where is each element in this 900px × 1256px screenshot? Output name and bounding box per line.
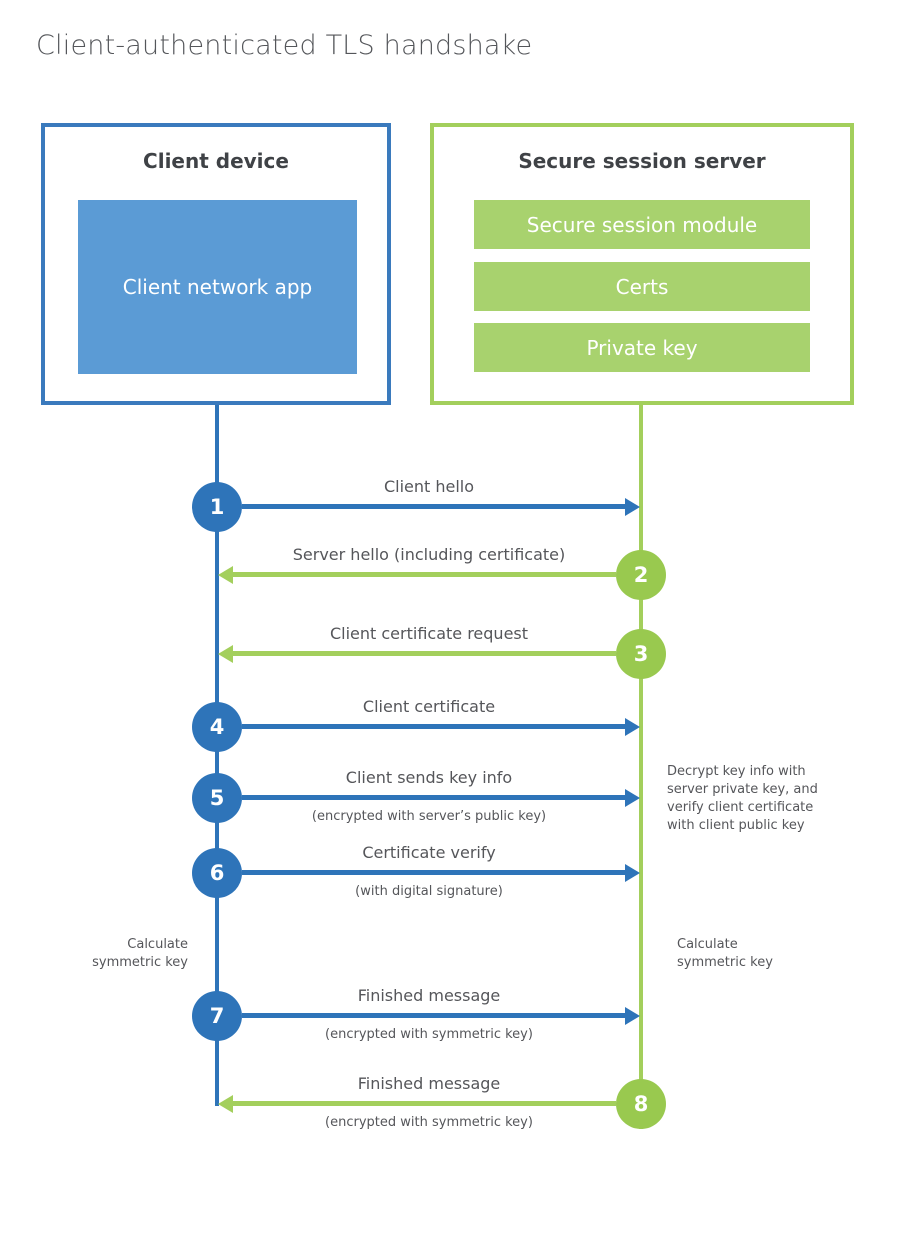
step-number: 6 xyxy=(209,861,225,885)
message-label: Client hello xyxy=(383,477,475,496)
step-circle: 4 xyxy=(192,702,242,752)
step-circle: 6 xyxy=(192,848,242,898)
server-module-certs: Certs xyxy=(474,262,810,311)
client-device-box: Client device Client network app xyxy=(41,123,391,405)
message-sublabel: (encrypted with symmetric key) xyxy=(325,1115,533,1130)
message-label: Finished message xyxy=(357,1074,501,1093)
arrow-line xyxy=(233,1101,616,1106)
server-module-secure-session: Secure session module xyxy=(474,200,810,249)
step-number: 8 xyxy=(633,1092,649,1116)
step-circle: 3 xyxy=(616,629,666,679)
server-module-private-key: Private key xyxy=(474,323,810,372)
arrowhead-right-icon xyxy=(625,718,640,736)
step-number: 3 xyxy=(633,642,649,666)
step-circle: 8 xyxy=(616,1079,666,1129)
step-circle: 2 xyxy=(616,550,666,600)
message-sublabel: (encrypted with symmetric key) xyxy=(325,1027,533,1042)
client-network-app-label: Client network app xyxy=(122,274,313,299)
arrow-line xyxy=(233,572,616,577)
server-lifeline xyxy=(639,405,643,1129)
step-number: 4 xyxy=(209,715,225,739)
message-sublabel: (with digital signature) xyxy=(355,884,503,899)
arrow-line xyxy=(242,724,625,729)
step-number: 7 xyxy=(209,1004,225,1028)
page-title: Client-authenticated TLS handshake xyxy=(36,30,533,61)
secure-session-server-title: Secure session server xyxy=(518,149,766,173)
step-circle: 5 xyxy=(192,773,242,823)
arrowhead-left-icon xyxy=(218,1095,233,1113)
client-device-title: Client device xyxy=(143,149,289,173)
arrowhead-left-icon xyxy=(218,645,233,663)
step-number: 2 xyxy=(633,563,649,587)
step-circle: 7 xyxy=(192,991,242,1041)
arrow-line xyxy=(242,795,625,800)
message-label: Server hello (including certificate) xyxy=(292,545,566,564)
arrow-line xyxy=(242,504,625,509)
client-network-app-box: Client network app xyxy=(78,200,357,374)
arrowhead-right-icon xyxy=(625,1007,640,1025)
arrowhead-right-icon xyxy=(625,789,640,807)
note-calculate-symmetric-key-server: Calculate symmetric key xyxy=(677,937,773,970)
arrow-line xyxy=(242,1013,625,1018)
arrow-line xyxy=(242,870,625,875)
step-circle: 1 xyxy=(192,482,242,532)
note-calculate-symmetric-key-client: Calculate symmetric key xyxy=(92,937,188,970)
secure-session-server-box: Secure session server Secure session mod… xyxy=(430,123,854,405)
message-label: Finished message xyxy=(357,986,501,1005)
message-label: Client certificate xyxy=(362,697,496,716)
message-sublabel: (encrypted with server’s public key) xyxy=(311,809,547,824)
message-label: Client sends key info xyxy=(345,768,513,787)
arrowhead-right-icon xyxy=(625,498,640,516)
step-number: 5 xyxy=(209,786,225,810)
arrowhead-right-icon xyxy=(625,864,640,882)
message-label: Certificate verify xyxy=(362,843,496,862)
client-lifeline xyxy=(215,405,219,1106)
message-label: Client certificate request xyxy=(329,624,529,643)
step-number: 1 xyxy=(209,495,225,519)
arrow-line xyxy=(233,651,616,656)
note-decrypt-key-info: Decrypt key info with server private key… xyxy=(667,764,818,833)
arrowhead-left-icon xyxy=(218,566,233,584)
